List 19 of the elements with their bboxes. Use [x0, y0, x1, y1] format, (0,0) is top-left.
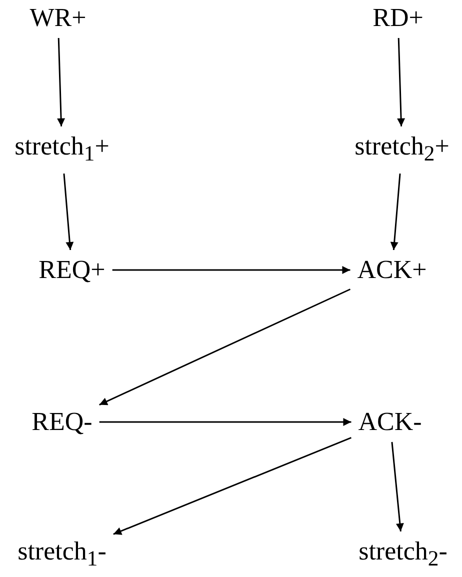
- arrow: [112, 266, 350, 274]
- arrow: [63, 174, 74, 250]
- state-label: stretch$_{2}$-: [354, 534, 452, 576]
- arrow: [57, 38, 66, 126]
- arrow: [397, 38, 406, 126]
- arrow: [390, 174, 401, 250]
- state-label: stretch$_{1}$+: [10, 129, 114, 171]
- arrow: [99, 288, 351, 406]
- state-label: REQ-: [28, 405, 96, 439]
- state-label: RD+: [368, 1, 428, 35]
- state-label: ACK-: [354, 405, 426, 439]
- state-label: ACK+: [353, 253, 431, 287]
- arrow: [113, 437, 352, 535]
- state-label: WR+: [26, 1, 90, 35]
- state-label: REQ+: [34, 253, 110, 287]
- state-label: stretch$_{2}$+: [350, 129, 454, 171]
- arrow: [99, 418, 352, 426]
- state-label: stretch$_{1}$-: [14, 534, 110, 576]
- arrow: [391, 442, 404, 532]
